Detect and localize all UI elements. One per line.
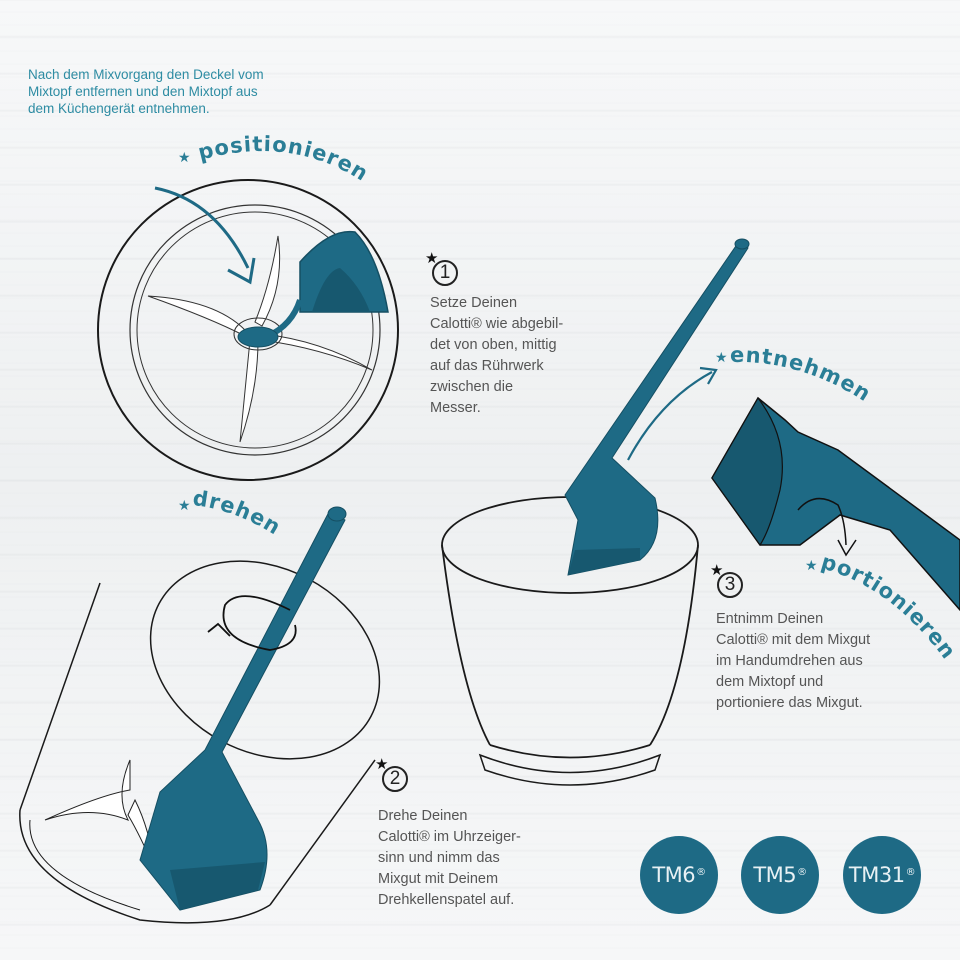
step-line: Setze Deinen (430, 295, 518, 311)
bowl-rotate-illustration (19, 506, 381, 924)
model-badge-tm6: TM6® (640, 836, 718, 914)
intro-line: Nach dem Mixvorgang den Deckel vom (28, 67, 264, 82)
intro-text: Nach dem Mixvorgang den Deckel vom Mixto… (28, 66, 328, 117)
step-line: Drehkellenspatel auf. (378, 892, 515, 908)
svg-text:entnehmen: entnehmen (730, 343, 875, 406)
svg-text:positionieren: positionieren (196, 132, 373, 186)
intro-line: dem Küchengerät entnehmen. (28, 101, 210, 116)
step-line: zwischen die (430, 379, 514, 395)
step-line: portioniere das Mixgut. (716, 695, 863, 711)
star-icon: ★ (805, 557, 818, 573)
step-line: Calotti® wie abgebil- (430, 316, 564, 332)
step-number: 1 (432, 260, 458, 286)
star-icon: ★ (178, 149, 191, 165)
step-number: 3 (717, 572, 743, 598)
model-badge-tm5: TM5® (741, 836, 819, 914)
step-number: 2 (382, 766, 408, 792)
step-2-text: Drehe Deinen Calotti® im Uhrzeiger- sinn… (378, 806, 521, 911)
step-line: im Handumdrehen aus (716, 653, 863, 669)
step-line: Mixgut mit Deinem (378, 871, 499, 887)
model-name: TM31 (848, 863, 905, 887)
step-line: dem Mixtopf und (716, 674, 824, 690)
step-line: Drehe Deinen (378, 808, 468, 824)
star-icon: ★ (715, 349, 728, 365)
step-line: auf das Rührwerk (430, 358, 544, 374)
step-line: sinn und nimm das (378, 850, 500, 866)
step-line: Messer. (430, 400, 481, 416)
svg-text:drehen: drehen (191, 486, 285, 540)
step-2-badge: ★ 2 (375, 756, 408, 792)
bowl-lift-illustration (441, 238, 750, 786)
registered-mark: ® (905, 866, 916, 878)
label-positionieren: ★ positionieren (178, 132, 373, 186)
step-line: Entnimm Deinen (716, 611, 824, 627)
model-name: TM6 (652, 863, 696, 887)
spatula-portion-illustration (711, 396, 960, 612)
step-3-badge: ★ 3 (710, 562, 743, 598)
label-entnehmen: ★ entnehmen (715, 343, 875, 406)
bowl-top-view-illustration (97, 179, 399, 481)
star-icon: ★ (178, 497, 191, 513)
step-1-text: Setze Deinen Calotti® wie abgebil- det v… (430, 293, 563, 419)
step-line: Calotti® im Uhrzeiger- (378, 829, 521, 845)
label-drehen: ★ drehen (178, 486, 285, 540)
registered-mark: ® (696, 866, 706, 878)
intro-line: Mixtopf entfernen und den Mixtopf aus (28, 84, 258, 99)
step-line: det von oben, mittig (430, 337, 557, 353)
step-3-text: Entnimm Deinen Calotti® mit dem Mixgut i… (716, 609, 870, 714)
model-name: TM5 (753, 863, 797, 887)
registered-mark: ® (797, 866, 807, 878)
model-badge-tm31: TM31® (843, 836, 921, 914)
step-line: Calotti® mit dem Mixgut (716, 632, 871, 648)
step-1-badge: ★ 1 (425, 250, 458, 286)
